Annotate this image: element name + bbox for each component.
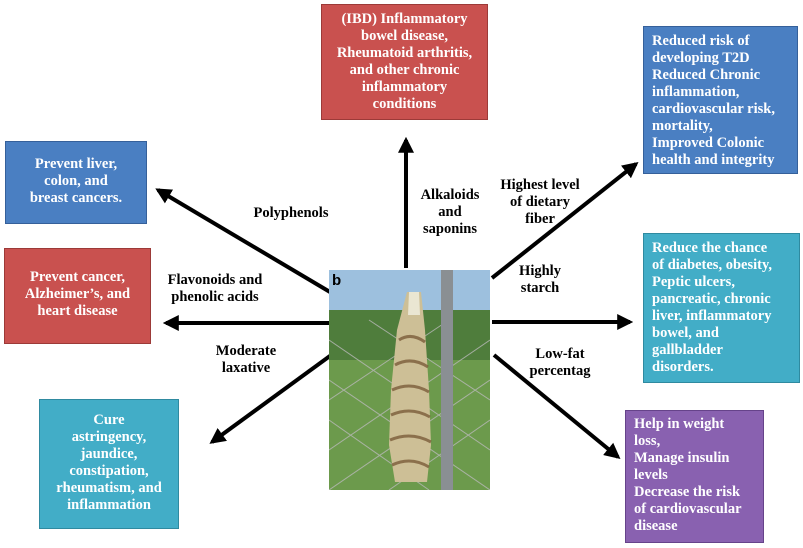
text-line: Peptic ulcers,	[652, 274, 735, 290]
text-line: fiber	[525, 211, 555, 227]
text-line: levels	[634, 467, 668, 483]
text-line: laxative	[221, 360, 271, 376]
text-line: liver, inflammatory	[652, 308, 772, 324]
text-line: Decrease the risk	[634, 484, 741, 500]
text-line: Prevent cancer,	[29, 269, 126, 285]
text-line: health and integrity	[652, 152, 775, 168]
text-line: Low-fat	[535, 346, 585, 362]
text-line: inflammation	[67, 497, 151, 513]
text-line: astringency,	[71, 429, 147, 445]
photo-label: b	[332, 272, 342, 289]
text-line: percentag	[529, 363, 591, 379]
text-line: disease	[634, 518, 678, 534]
text-line: rheumatism, and	[56, 480, 162, 496]
label-polyphenols: Polyphenols	[232, 205, 350, 222]
text-line: pancreatic, chronic	[652, 291, 771, 307]
text-line: inflammation,	[652, 84, 740, 100]
text-line: of dietary	[510, 194, 570, 210]
text-line: bowel disease,	[361, 28, 448, 44]
text-line: Reduce the chance	[652, 240, 768, 256]
text-line: bowel, and	[652, 325, 719, 341]
text-line: starch	[520, 280, 560, 296]
text-line: Alkaloids	[420, 187, 480, 203]
plant-stem-image	[329, 270, 490, 490]
text-line: phenolic acids	[171, 289, 259, 305]
text-line: and	[438, 204, 462, 220]
text-line: of diabetes, obesity,	[652, 257, 773, 273]
text-line: Prevent liver,	[34, 156, 118, 172]
text-line: Highest level	[500, 177, 580, 193]
text-line: Manage insulin	[634, 450, 730, 466]
text-line: Highly	[519, 263, 561, 279]
text-line: Help in weight	[634, 416, 725, 432]
text-line: colon, and	[44, 173, 108, 189]
arrow-to-t2d	[490, 162, 639, 280]
text-line: conditions	[372, 96, 437, 112]
text-line: Reduced Chronic	[652, 67, 761, 83]
text-line: jaundice,	[80, 446, 138, 462]
text-line: saponins	[422, 221, 477, 237]
text-line: inflammatory	[361, 79, 448, 95]
text-line: (IBD) Inflammatory	[341, 11, 468, 27]
plant-photo: b	[329, 270, 490, 490]
text-line: constipation,	[69, 463, 149, 479]
text-line: of cardiovascular	[634, 501, 742, 517]
text-line: Reduced risk of	[652, 33, 750, 49]
text-line: Improved Colonic	[652, 135, 765, 151]
text-line: disorders.	[652, 359, 714, 375]
text-line: mortality,	[652, 118, 713, 134]
text-line: loss,	[634, 433, 661, 449]
text-line: Rheumatoid arthritis,	[336, 45, 473, 61]
text-line: cardiovascular risk,	[652, 101, 775, 117]
text-line: breast cancers.	[29, 190, 123, 206]
arrow-to-liver	[155, 188, 332, 294]
arrow-to-weight	[492, 353, 621, 460]
text-line: Flavonoids and	[167, 272, 263, 288]
text-line: Alzheimer’s, and	[24, 286, 131, 302]
text-line: and other chronic	[349, 62, 460, 78]
text-line: Cure	[93, 412, 125, 428]
text-line: heart disease	[37, 303, 118, 319]
arrow-to-astringency	[209, 351, 336, 444]
text-line: Polyphenols	[253, 205, 329, 221]
text-line: developing T2D	[652, 50, 750, 66]
text-line: gallbladder	[652, 342, 723, 358]
text-line: Moderate	[215, 343, 277, 359]
